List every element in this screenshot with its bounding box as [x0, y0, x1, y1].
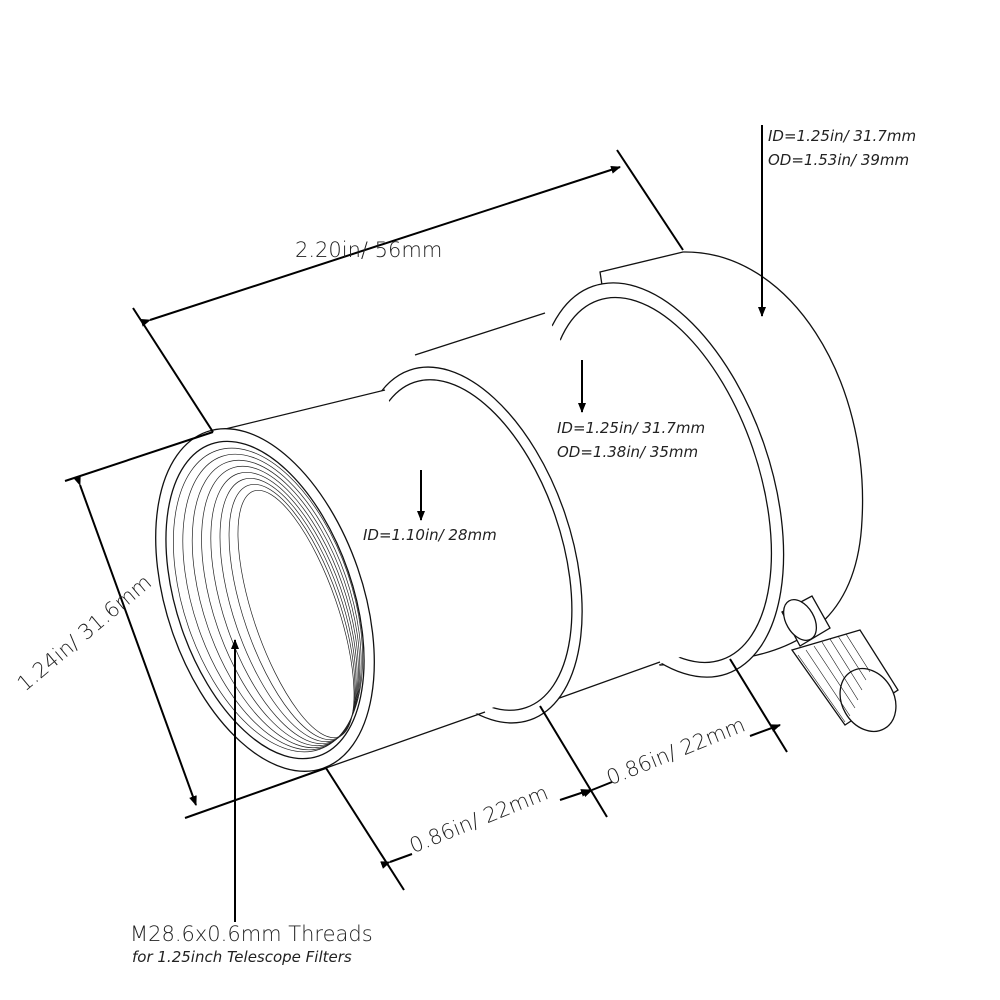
- mid-id-label: ID=1.25in/ 31.7mm: [557, 419, 706, 437]
- mid-od-label: OD=1.38in/ 35mm: [557, 443, 699, 461]
- front-id-label: ID=1.10in/ 28mm: [363, 526, 497, 544]
- rear-id-label: ID=1.25in/ 31.7mm: [768, 127, 917, 145]
- dimension-lines: [64, 125, 788, 922]
- rear-od-label: OD=1.53in/ 39mm: [768, 151, 910, 169]
- threads-note: for 1.25inch Telescope Filters: [132, 948, 352, 966]
- threads-label: M28.6x0.6mm Threads: [130, 922, 373, 946]
- length-label: 2.20in/ 56mm: [295, 238, 443, 262]
- thumbscrew: [781, 595, 899, 733]
